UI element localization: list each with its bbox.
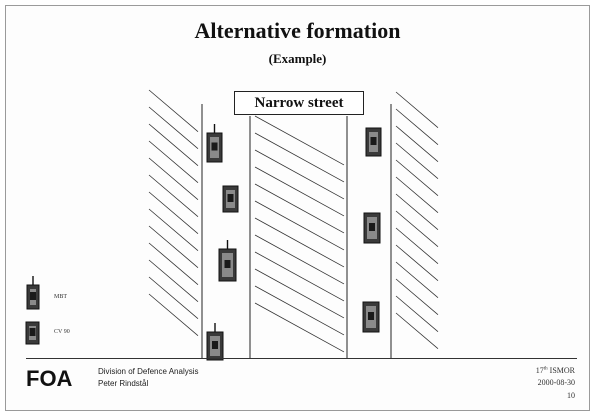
building-hatch-right xyxy=(395,295,439,333)
building-hatch-left xyxy=(148,191,199,234)
conference-name: ISMOR xyxy=(547,366,575,375)
building-hatch-left xyxy=(148,276,199,319)
legend-mbt-icon xyxy=(26,276,40,310)
street-hatch-center xyxy=(254,217,345,268)
building-hatch-left xyxy=(148,225,199,268)
building-hatch-left xyxy=(148,106,199,149)
street-hatch-center xyxy=(254,285,345,336)
mbt-icon xyxy=(206,124,223,163)
legend-cv90-label: CV 90 xyxy=(54,329,70,335)
building-hatch-right xyxy=(395,125,439,163)
street-hatch-center xyxy=(254,183,345,234)
street-hatch-center xyxy=(254,268,345,319)
building-hatch-right xyxy=(395,176,439,214)
street-hatch-center xyxy=(254,115,345,166)
mbt-icon xyxy=(206,323,224,361)
building-hatch-right xyxy=(395,244,439,282)
building-hatch-right xyxy=(395,193,439,231)
cv90-icon xyxy=(365,127,382,157)
building-hatch-left xyxy=(148,208,199,251)
street-hatch-center xyxy=(254,200,345,251)
narrow-street-label: Narrow street xyxy=(234,91,364,115)
building-hatch-left xyxy=(148,123,199,166)
street-hatch-center xyxy=(254,234,345,285)
building-hatch-left xyxy=(148,174,199,217)
legend-mbt-label: MBT xyxy=(54,294,68,300)
building-hatch-left xyxy=(148,242,199,285)
building-hatch-right xyxy=(395,278,439,316)
slide-number: 10 xyxy=(567,391,575,400)
building-hatch-right xyxy=(395,159,439,197)
street-hatch-center xyxy=(254,251,345,302)
cv90-icon xyxy=(363,212,381,244)
building-hatch-left xyxy=(148,259,199,302)
building-hatch-left xyxy=(148,293,199,336)
mbt-icon xyxy=(218,240,237,282)
building-hatch-right xyxy=(395,312,439,350)
cv90-icon xyxy=(362,301,380,333)
footer-date: 2000-08-30 xyxy=(537,378,575,387)
legend-cv90-icon xyxy=(25,321,40,345)
building-hatch-right xyxy=(395,142,439,180)
foa-logo: FOA xyxy=(26,366,73,391)
street-hatch-center xyxy=(254,166,345,217)
building-hatch-left xyxy=(148,140,199,183)
footer-conference: 17th ISMOR xyxy=(536,366,575,375)
building-hatch-right xyxy=(395,261,439,299)
footer-organization: Division of Defence Analysis xyxy=(98,367,199,376)
building-hatch-right xyxy=(395,210,439,248)
footer-divider xyxy=(26,358,577,359)
street-hatch-center xyxy=(254,302,345,353)
slide-title: Alternative formation xyxy=(194,18,401,43)
cv90-icon xyxy=(222,185,239,213)
street-hatch-center xyxy=(254,132,345,183)
building-hatch-left xyxy=(148,89,199,132)
street-hatch-center xyxy=(254,149,345,200)
conference-ordinal: th xyxy=(543,366,548,372)
slide: Alternative formation (Example) Narrow s… xyxy=(5,5,590,411)
building-hatch-right xyxy=(395,108,439,146)
conference-number: 17 xyxy=(535,366,544,375)
street-diagram xyxy=(25,89,439,361)
building-hatch-left xyxy=(148,157,199,200)
building-hatch-right xyxy=(395,91,439,129)
building-hatch-right xyxy=(395,227,439,265)
slide-subtitle: (Example) xyxy=(268,51,327,66)
footer-author: Peter Rindstål xyxy=(98,379,149,388)
